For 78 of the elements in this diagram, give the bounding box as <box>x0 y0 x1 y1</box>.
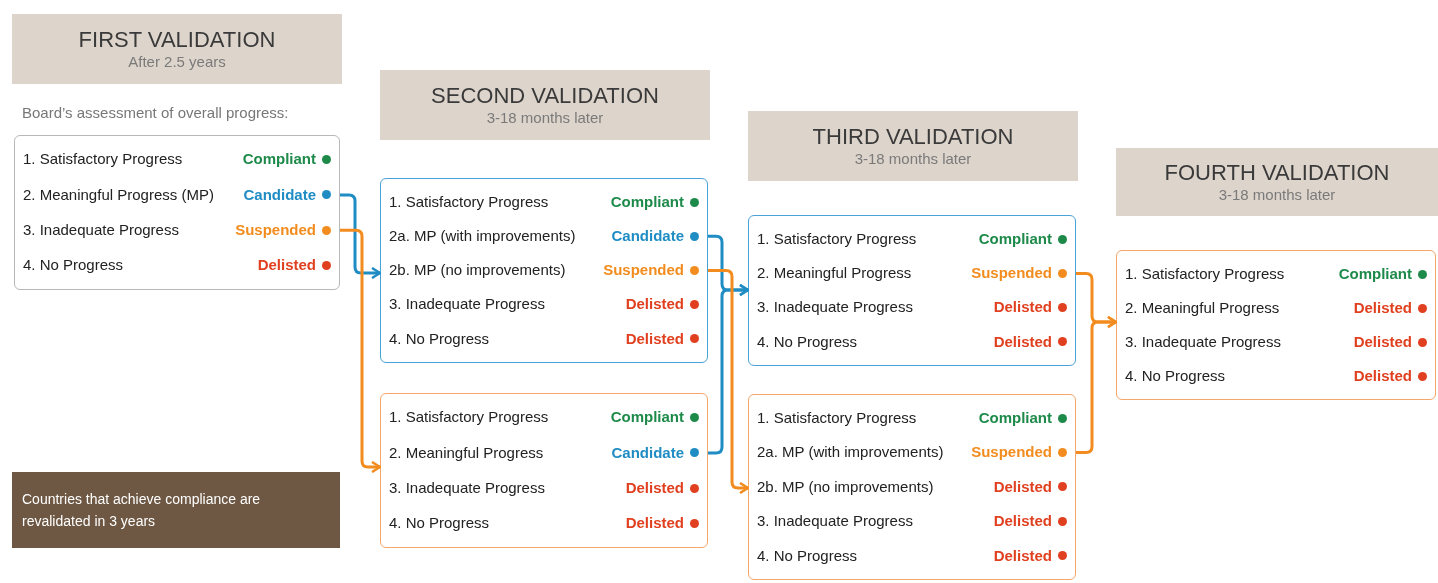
outcome-box <box>748 394 1076 580</box>
status-text: Suspended <box>971 442 1052 463</box>
stage-timing: 3-18 months later <box>1218 186 1336 206</box>
status-text: Compliant <box>978 407 1052 428</box>
progress-level: 2. Meaningful Progress (MP) <box>23 184 214 205</box>
outcome-box <box>748 215 1076 366</box>
stage-timing: 3-18 months later <box>854 150 972 170</box>
status-text: Delisted <box>993 511 1052 532</box>
status-text: Delisted <box>625 328 684 349</box>
status-text: Candidate <box>611 442 684 463</box>
connector-arrow <box>340 228 382 474</box>
status-text: Delisted <box>257 255 316 276</box>
progress-level: 4. No Progress <box>1125 365 1226 386</box>
status-text: Compliant <box>610 191 684 212</box>
stage-header <box>748 111 1078 181</box>
progress-level: 1. Satisfactory Progress <box>389 407 549 428</box>
connector-arrow <box>708 268 750 495</box>
status-text: Delisted <box>993 297 1052 318</box>
note-text: Countries that achieve compliance are revalidated in 3 years <box>22 489 262 531</box>
progress-level: 1. Satisfactory Progress <box>757 228 917 249</box>
stage-header <box>1116 148 1438 216</box>
stage-timing: 3-18 months later <box>486 109 604 129</box>
status-text: Suspended <box>235 219 316 240</box>
note-box <box>12 472 340 548</box>
progress-level: 3. Inadequate Progress <box>389 294 545 315</box>
status-text: Compliant <box>1338 263 1412 284</box>
progress-level: 4. No Progress <box>389 513 490 534</box>
outcome-box <box>380 393 708 548</box>
stage-title: FOURTH VALIDATION <box>1164 158 1390 187</box>
status-text: Delisted <box>1353 331 1412 352</box>
progress-level: 2. Meaningful Progress <box>757 263 912 284</box>
progress-level: 2b. MP (no improvements) <box>757 476 934 497</box>
stage-title: SECOND VALIDATION <box>431 81 659 110</box>
stage-title: THIRD VALIDATION <box>812 122 1014 151</box>
progress-level: 3. Inadequate Progress <box>757 297 913 318</box>
stage-title: FIRST VALIDATION <box>78 25 276 54</box>
stage-header <box>12 14 342 84</box>
stage-timing: After 2.5 years <box>128 53 226 73</box>
progress-level: 1. Satisfactory Progress <box>23 149 183 170</box>
progress-level: 3. Inadequate Progress <box>1125 331 1281 352</box>
status-text: Delisted <box>1353 297 1412 318</box>
progress-level: 4. No Progress <box>757 545 858 566</box>
status-text: Suspended <box>971 263 1052 284</box>
progress-level: 1. Satisfactory Progress <box>1125 263 1285 284</box>
status-text: Candidate <box>611 226 684 247</box>
outcome-box <box>1116 250 1436 400</box>
progress-level: 2. Meaningful Progress <box>389 442 544 463</box>
status-text: Delisted <box>993 545 1052 566</box>
status-text: Compliant <box>242 149 316 170</box>
progress-level: 2a. MP (with improvements) <box>389 226 576 247</box>
progress-level: 2. Meaningful Progress <box>1125 297 1280 318</box>
progress-level: 1. Satisfactory Progress <box>757 407 917 428</box>
progress-level: 3. Inadequate Progress <box>757 511 913 532</box>
progress-level: 2b. MP (no improvements) <box>389 260 566 281</box>
status-text: Delisted <box>1353 365 1412 386</box>
progress-level: 1. Satisfactory Progress <box>389 191 549 212</box>
progress-level: 3. Inadequate Progress <box>23 219 179 240</box>
progress-level: 4. No Progress <box>389 328 490 349</box>
progress-level: 3. Inadequate Progress <box>389 477 545 498</box>
status-text: Delisted <box>625 477 684 498</box>
connector-arrow <box>340 193 382 280</box>
intro-text: Board’s assessment of overall progress: <box>22 103 289 123</box>
outcome-box <box>380 178 708 363</box>
progress-level: 4. No Progress <box>23 255 124 276</box>
connector-arrow <box>1076 315 1118 455</box>
progress-level: 4. No Progress <box>757 331 858 352</box>
status-text: Delisted <box>625 513 684 534</box>
progress-level: 2a. MP (with improvements) <box>757 442 944 463</box>
stage-header <box>380 70 710 140</box>
status-text: Delisted <box>993 476 1052 497</box>
status-text: Delisted <box>993 331 1052 352</box>
connector-arrow <box>708 283 750 455</box>
status-text: Compliant <box>978 228 1052 249</box>
status-text: Delisted <box>625 294 684 315</box>
status-text: Suspended <box>603 260 684 281</box>
status-text: Candidate <box>243 184 316 205</box>
status-text: Compliant <box>610 407 684 428</box>
outcome-box <box>14 135 340 290</box>
